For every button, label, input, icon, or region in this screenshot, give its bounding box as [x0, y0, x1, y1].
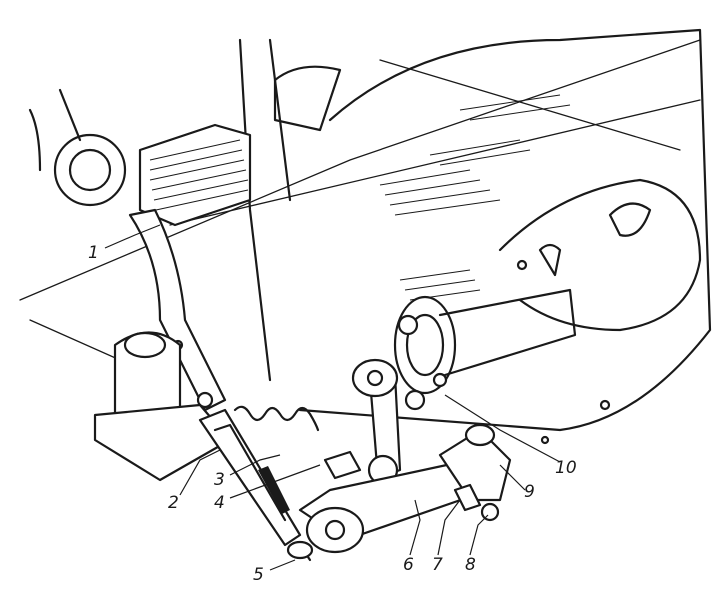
- callout-9: 9: [524, 482, 535, 502]
- pedal-lever: [128, 208, 227, 412]
- clevis-assembly: [286, 423, 512, 562]
- gearbox-housing: [273, 28, 712, 445]
- support-bracket: [93, 331, 232, 482]
- pedal-pad: [28, 88, 252, 227]
- cross-shaft: [393, 288, 577, 411]
- frame-outline: [19, 38, 701, 396]
- leader-lines: [104, 224, 561, 571]
- callout-6: 6: [403, 555, 414, 575]
- return-spring: [233, 405, 320, 432]
- callout-7: 7: [432, 555, 443, 575]
- callout-4: 4: [214, 493, 225, 513]
- callout-1: 1: [88, 243, 99, 263]
- callout-5: 5: [253, 565, 264, 585]
- callout-3: 3: [214, 470, 225, 490]
- callout-10: 10: [555, 458, 577, 478]
- callout-2: 2: [168, 493, 179, 513]
- adjusting-lever: [323, 358, 402, 486]
- slotted-rod: [198, 408, 302, 547]
- callout-8: 8: [465, 555, 476, 575]
